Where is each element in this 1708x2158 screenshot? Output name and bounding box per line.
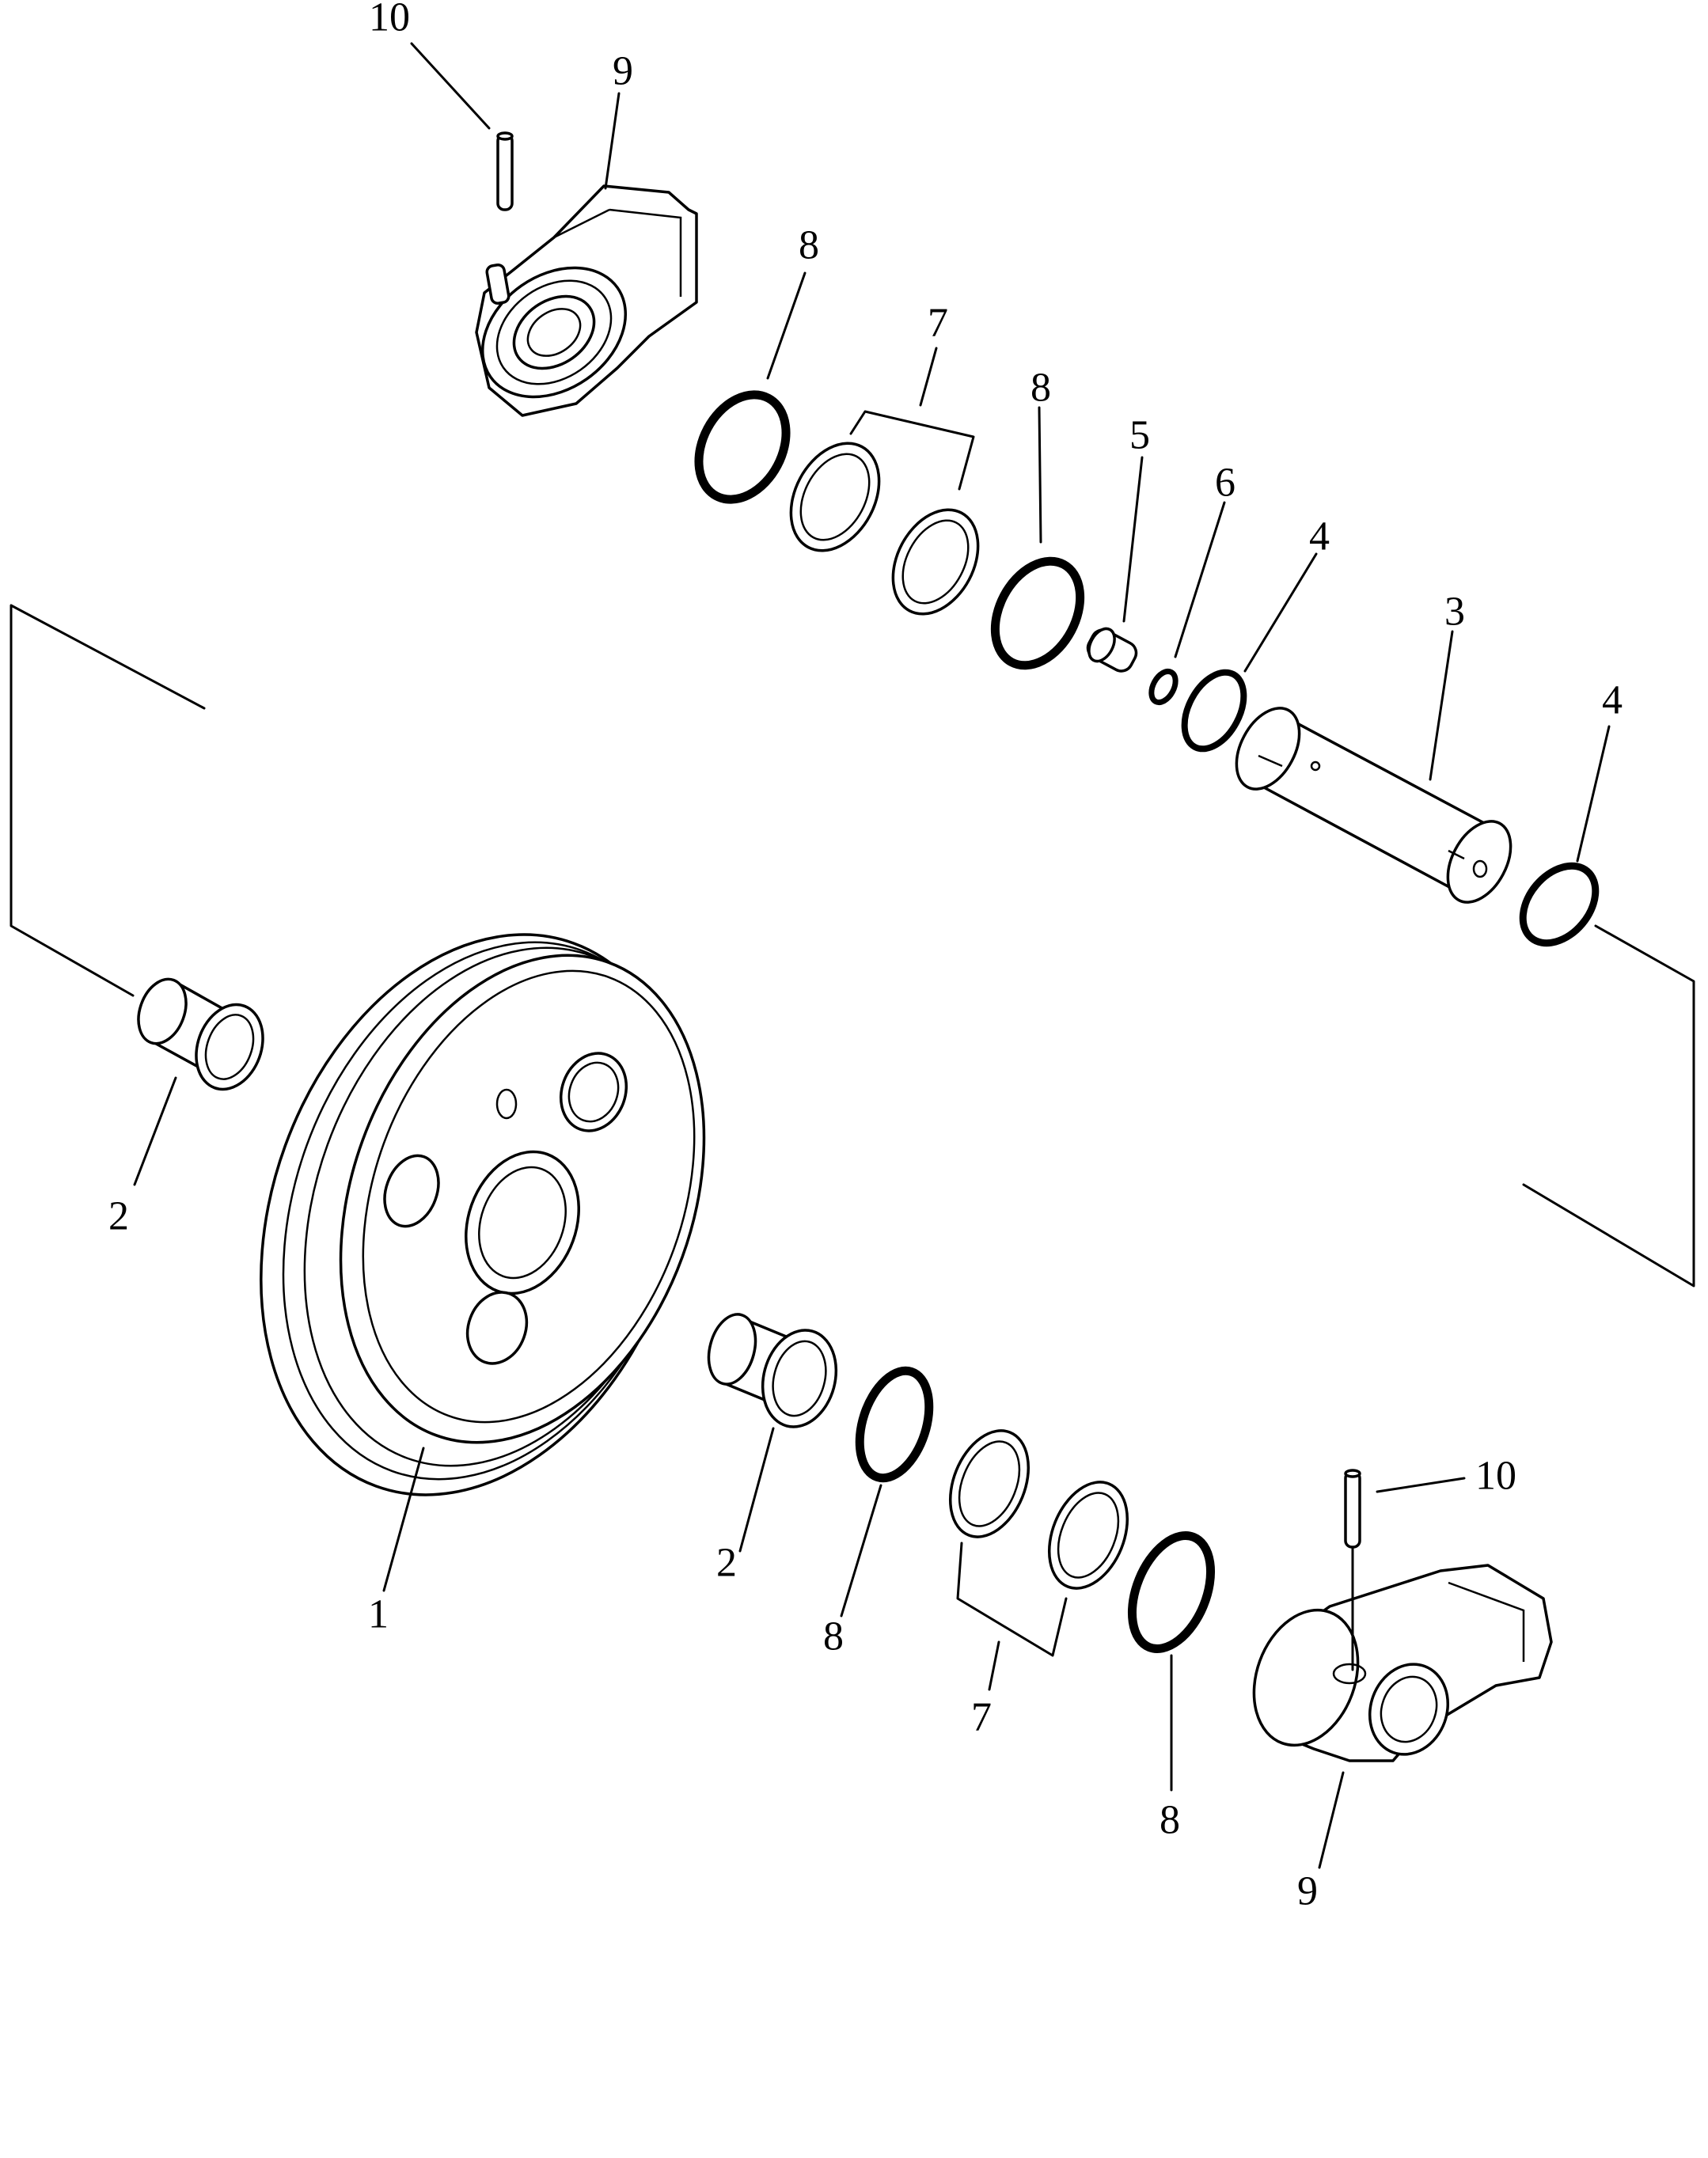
callout-8-c: 8	[823, 1614, 844, 1659]
assembly-frame-right	[1522, 924, 1695, 1288]
o-ring-icon	[1127, 1531, 1216, 1653]
pin-icon	[496, 131, 514, 211]
floating-seal-icon	[789, 442, 980, 616]
o-ring-icon	[855, 1366, 934, 1483]
small-o-ring-icon	[1148, 668, 1179, 706]
callout-8-b: 8	[1030, 366, 1051, 411]
callout-10-bottom: 10	[1475, 1454, 1516, 1499]
callout-3: 3	[1444, 590, 1465, 635]
o-ring-icon	[1519, 862, 1600, 947]
callout-4-b: 4	[1602, 678, 1623, 723]
leader-lines	[133, 42, 1611, 1869]
o-ring-icon	[990, 556, 1085, 670]
callout-7-bottom: 7	[971, 1695, 992, 1740]
plug-icon	[1086, 627, 1138, 673]
callout-9-top: 9	[613, 49, 633, 94]
support-bracket-icon	[1252, 1545, 1553, 1762]
callout-9-bottom: 9	[1297, 1869, 1318, 1914]
shaft-icon	[1235, 707, 1513, 904]
callout-7-top: 7	[928, 301, 948, 346]
callout-2-mid: 2	[716, 1541, 737, 1586]
bushing-icon	[137, 977, 264, 1091]
idler-wheel-icon	[260, 933, 706, 1496]
o-ring-icon	[1181, 669, 1247, 753]
callout-1: 1	[368, 1592, 389, 1637]
callout-2-left: 2	[108, 1194, 129, 1239]
callout-labels: 10 9 8 7 8 5 6 4 3 4 2 1 2 8 7 8 10 9	[108, 0, 1623, 1914]
assembly-frame-left	[9, 604, 206, 997]
callout-5: 5	[1129, 413, 1150, 458]
pin-icon	[1344, 1469, 1361, 1549]
callout-6: 6	[1215, 461, 1235, 506]
o-ring-icon	[694, 390, 791, 504]
callout-4-a: 4	[1309, 514, 1330, 559]
floating-seal-icon	[948, 1429, 1129, 1590]
callout-10-top: 10	[369, 0, 410, 40]
callout-8-d: 8	[1160, 1798, 1180, 1843]
bushing-icon	[707, 1313, 838, 1428]
callout-8-a: 8	[799, 223, 819, 268]
support-bracket-icon	[475, 184, 698, 417]
